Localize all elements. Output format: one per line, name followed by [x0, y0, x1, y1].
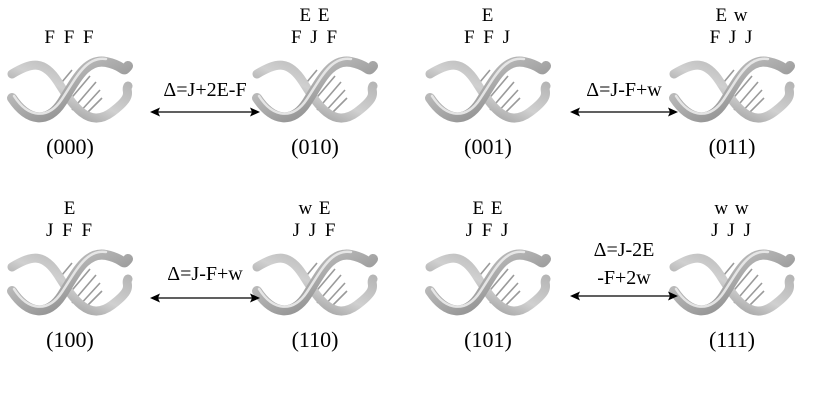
double-arrow-icon: [570, 107, 678, 117]
transition-connector: Δ=J-2E -F+2w: [568, 238, 680, 301]
top-label: E E: [299, 5, 331, 26]
top-label: E w: [715, 5, 749, 26]
energy-difference-label-continued: -F+2w: [597, 267, 651, 289]
dna-helix-icon: [425, 56, 551, 123]
energy-difference-label: Δ=J-F+w: [167, 263, 243, 285]
state-panel-000: F F F (000): [7, 0, 133, 158]
top-label: w w: [714, 198, 750, 219]
dna-helix-icon: [252, 56, 378, 123]
bottom-label: J F J: [465, 220, 511, 241]
bottom-label: F F J: [463, 27, 513, 48]
state-code: (001): [464, 134, 512, 159]
state-code: (000): [46, 134, 94, 159]
energy-difference-label: Δ=J-F+w: [586, 79, 662, 101]
double-arrow-icon: [150, 107, 260, 117]
top-label: w E: [298, 198, 332, 219]
bottom-label: J J F: [292, 220, 338, 241]
bottom-label: F J J: [709, 27, 755, 48]
dna-helix-icon: [669, 56, 795, 123]
double-arrow-icon: [570, 291, 678, 301]
double-arrow-icon: [150, 293, 260, 303]
top-label: E: [63, 198, 77, 219]
state-code: (011): [708, 134, 756, 159]
top-label: E E: [472, 198, 504, 219]
bottom-label: F J F: [290, 27, 340, 48]
bottom-label: J F F: [45, 220, 95, 241]
top-label: E: [481, 5, 495, 26]
transition-connector: Δ=J-F+w: [148, 262, 262, 322]
transition-connector: Δ=J-F+w: [568, 78, 680, 138]
bottom-label: F F F: [44, 27, 96, 48]
state-code: (111): [708, 327, 756, 352]
dna-helix-icon: [7, 249, 133, 316]
bottom-label: J J J: [711, 220, 753, 241]
dna-helix-icon: [669, 249, 795, 316]
transition-connector: Δ=J+2E-F: [148, 78, 262, 138]
state-code: (110): [291, 327, 339, 352]
dna-helix-icon: [425, 249, 551, 316]
dna-helix-icon: [252, 249, 378, 316]
energy-difference-label: Δ=J-2E: [593, 239, 655, 261]
energy-difference-label: Δ=J+2E-F: [163, 79, 247, 101]
state-code: (101): [464, 327, 512, 352]
state-code: (100): [46, 327, 94, 352]
dna-helix-icon: [7, 56, 133, 123]
state-code: (010): [291, 134, 339, 159]
